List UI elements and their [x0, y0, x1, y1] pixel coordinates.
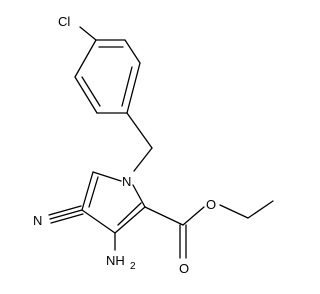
- bond: [114, 206, 146, 234]
- bond: [144, 206, 184, 226]
- bond: [74, 39, 97, 78]
- bond: [132, 184, 146, 208]
- double-bond: [88, 176, 99, 208]
- c-cl-bond: [79, 26, 97, 41]
- bond: [126, 62, 141, 114]
- bond: [124, 39, 141, 64]
- double-bond: [81, 76, 101, 107]
- bond: [81, 171, 94, 211]
- carbonyl-oxygen-label: O: [179, 261, 189, 276]
- nitrile-nitrogen-label: N: [33, 213, 42, 228]
- bond: [74, 76, 98, 114]
- chlorine-label: Cl: [58, 14, 70, 29]
- bond: [92, 171, 122, 182]
- chlorophenyl-ring: [74, 39, 141, 114]
- bond: [182, 206, 205, 226]
- pyrrole-nitrogen-label: N: [122, 174, 131, 189]
- bond: [133, 147, 153, 172]
- double-bond: [117, 202, 142, 226]
- bond: [247, 200, 274, 219]
- molecule-structure: Cl N N NH 2 O O: [33, 14, 274, 276]
- double-bond: [121, 66, 133, 107]
- pyrrole-ring: [81, 171, 146, 234]
- structure-canvas: Cl N N NH 2 O O: [33, 14, 274, 276]
- bond: [219, 204, 249, 219]
- amino-label: NH: [106, 253, 125, 268]
- amino-subscript: 2: [130, 261, 136, 272]
- bond: [126, 112, 153, 149]
- ester-oxygen-label: O: [206, 197, 216, 212]
- nitrile-bond: [48, 205, 82, 216]
- nitrile-bond: [50, 213, 84, 224]
- bond: [81, 209, 116, 234]
- nitrile-bond: [49, 209, 83, 220]
